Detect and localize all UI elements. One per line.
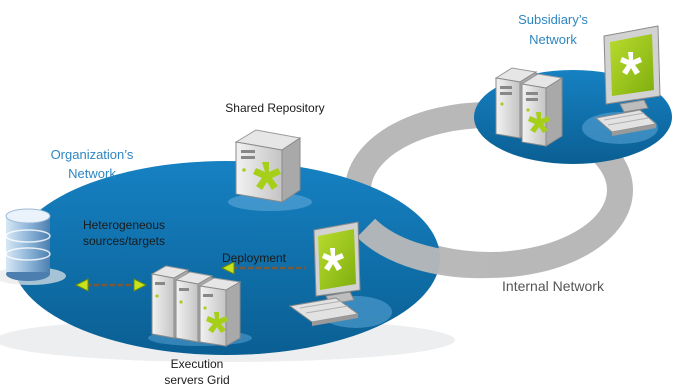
server-icon (148, 265, 252, 347)
execution-servers-label: Execution (171, 357, 224, 371)
deployment-label: Deployment (222, 251, 287, 265)
internal-network-label: Internal Network (502, 278, 605, 294)
organization-network-label: Network (68, 166, 116, 181)
workstation-icon (288, 221, 392, 328)
execution-servers-label: servers Grid (164, 373, 229, 387)
heterogeneous-sources-label: sources/targets (83, 234, 165, 248)
heterogeneous-sources-label: Heterogeneous (83, 218, 165, 232)
shared-repository-label: Shared Repository (225, 101, 324, 115)
double-arrow-icon (74, 278, 148, 292)
organization-network-label: Organization’s (51, 147, 134, 162)
database-icon (0, 208, 66, 285)
subsidiary-network-label: Network (529, 32, 577, 47)
workstation-icon (582, 25, 661, 144)
left-arrow-icon (220, 261, 306, 275)
server-icon (494, 67, 564, 147)
server-icon (228, 129, 312, 211)
subsidiary-network-label: Subsidiary’s (518, 12, 588, 27)
